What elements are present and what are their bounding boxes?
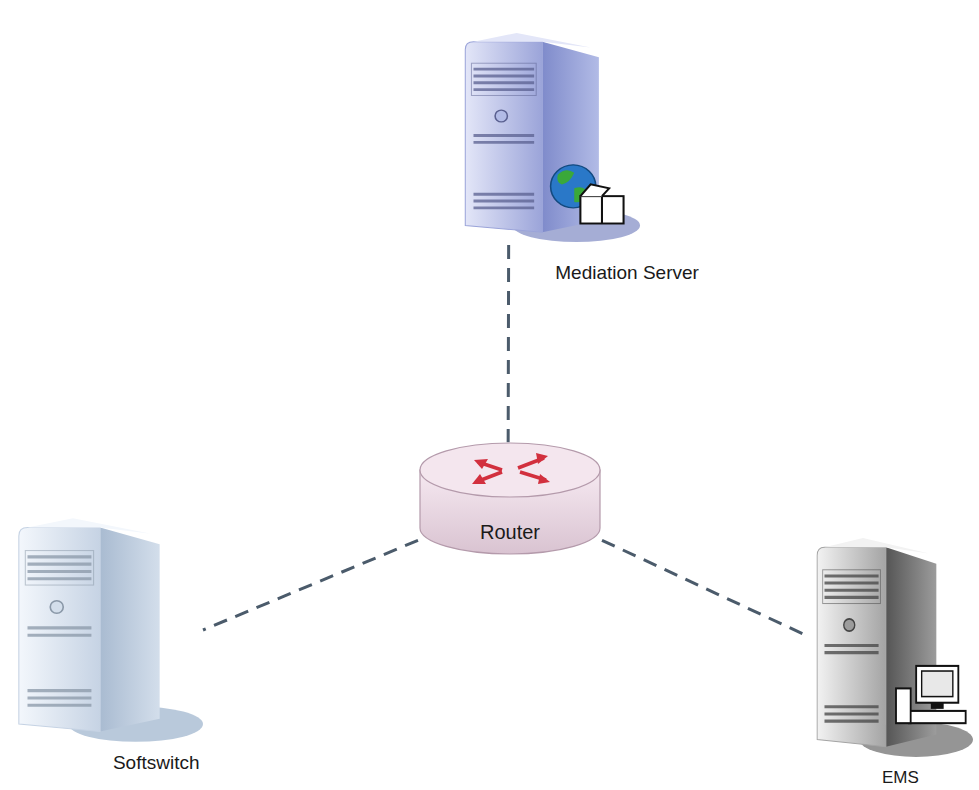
dashed-link [203, 540, 418, 630]
server-icon: Softswitch [8, 515, 203, 745]
server-shape [455, 30, 640, 245]
server-icon: Mediation Server [455, 30, 640, 245]
server-shape [808, 535, 973, 760]
server-shape [8, 515, 203, 745]
node-label: Router [480, 520, 540, 544]
node-label: Mediation Server [555, 262, 699, 285]
node-label: Softswitch [113, 752, 200, 775]
dashed-link [507, 245, 510, 442]
router-cylinder: Router [418, 440, 602, 558]
dashed-link [602, 540, 808, 636]
node-label: EMS [882, 768, 919, 788]
server-icon: EMS [808, 535, 973, 760]
